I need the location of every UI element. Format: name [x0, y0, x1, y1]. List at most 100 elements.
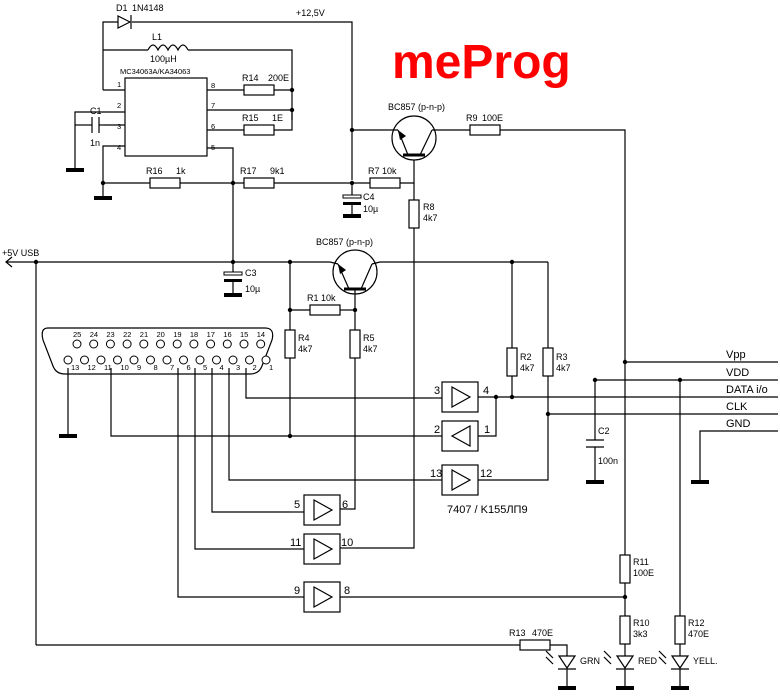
r13-value: 470E — [532, 628, 553, 638]
capacitor-c2 — [586, 439, 604, 484]
ic-pin-3: 3 — [117, 122, 121, 131]
resistor-r9 — [469, 124, 501, 136]
r14-value: 200E — [268, 73, 289, 83]
r11-ref: R11 — [633, 557, 649, 567]
signal-label-clk: CLK — [726, 401, 748, 413]
buffer-gate — [290, 533, 355, 565]
resistor-r4 — [284, 329, 296, 359]
ground-symbol — [94, 196, 112, 200]
capacitor-c1 — [88, 117, 104, 133]
connector-pin — [228, 355, 238, 365]
usb-supply-label: +5V USB — [2, 248, 39, 258]
connector-pin — [256, 339, 266, 349]
buffer-pin: 11 — [290, 537, 301, 549]
page-title: meProg — [392, 36, 571, 89]
buffer-pin: 5 — [294, 499, 300, 511]
r2-value: 4k7 — [520, 363, 535, 373]
connector-pin-label: 13 — [71, 363, 79, 372]
signal-label-vdd: VDD — [726, 367, 749, 379]
usb-rail — [5, 256, 548, 646]
resistor-r14 — [243, 84, 275, 96]
signal-bus — [512, 361, 778, 616]
vpp-rail-label: +12,5V — [296, 8, 325, 18]
resistor-r7 — [369, 177, 401, 189]
r7-ref: R7 — [368, 166, 380, 176]
connector-pin — [80, 355, 89, 365]
connector-pin — [195, 355, 205, 365]
inductor-l1 — [147, 44, 189, 52]
buffer-pin: 13 — [430, 468, 442, 480]
q2-ref: BC857 (p-n-p) — [316, 237, 373, 247]
ic-pin-4: 4 — [117, 143, 121, 152]
signal-label-gnd: GND — [726, 418, 751, 430]
buffer-pin: 6 — [342, 499, 348, 511]
r1-ref: R1 — [307, 293, 319, 303]
signal-label-data: DATA i/o — [726, 384, 768, 396]
r12-value: 470E — [688, 629, 709, 639]
connector-pin-label: 4 — [220, 363, 224, 372]
r3-ref: R3 — [556, 352, 568, 362]
connector-pin — [172, 339, 182, 349]
connector-pin — [72, 339, 82, 349]
buffer-gate — [432, 397, 497, 452]
c1-value: 1n — [90, 138, 100, 148]
connector-pin-label: 14 — [257, 330, 265, 339]
connector-pin-label: 25 — [73, 330, 81, 339]
r17-ref: R17 — [240, 166, 257, 176]
led-label-red: RED — [638, 656, 658, 666]
resistor-r13 — [519, 639, 551, 651]
connector-pin — [113, 355, 122, 365]
connector-pin — [139, 339, 149, 349]
connector-pin-label: 7 — [170, 363, 174, 372]
connector-pin-label: 21 — [140, 330, 148, 339]
r7-value: 10k — [382, 166, 397, 176]
resistor-r16 — [149, 177, 181, 189]
r17-value: 9k1 — [270, 166, 285, 176]
buffer-pin: 12 — [480, 468, 492, 480]
buffer-gate — [432, 464, 479, 496]
connector-pin-label: 1 — [269, 363, 273, 372]
r16-ref: R16 — [146, 166, 163, 176]
r9-ref: R9 — [466, 113, 478, 123]
resistor-r2 — [506, 347, 518, 377]
r12-ref: R12 — [688, 618, 705, 628]
connector-pin — [156, 339, 165, 349]
d1-part: 1N4148 — [132, 3, 164, 13]
ground-symbol — [691, 480, 709, 484]
l1-value: 100µH — [150, 54, 177, 64]
connector-pin-label: 9 — [137, 363, 141, 372]
r16-value: 1k — [176, 166, 186, 176]
connector-pin-label: 10 — [121, 363, 129, 372]
ic-pin-8: 8 — [211, 81, 215, 90]
connector-pin-label: 18 — [190, 330, 198, 339]
connector-pin-label: 15 — [240, 330, 248, 339]
r10-ref: R10 — [633, 618, 650, 628]
led-yellow — [658, 650, 690, 690]
connector-pin — [245, 355, 254, 365]
buffer-ic-label: 7407 / K155ЛП9 — [447, 504, 528, 516]
buffer-pin: 9 — [294, 585, 300, 597]
ic-pin-1: 1 — [117, 80, 121, 89]
connector-pin — [96, 355, 106, 365]
connector-pin-label: 16 — [223, 330, 231, 339]
connector-pin-label: 24 — [90, 330, 98, 339]
resistor-r15 — [243, 124, 275, 136]
connector-pin-label: 12 — [88, 363, 96, 372]
r1-value: 10k — [321, 293, 336, 303]
buffer-pin: 3 — [434, 385, 440, 397]
led-label-grn: GRN — [580, 656, 600, 666]
r10-value: 3k3 — [633, 629, 648, 639]
c3-ref: C3 — [245, 268, 257, 278]
r8-value: 4k7 — [423, 213, 438, 223]
buffer-gate — [290, 581, 625, 613]
led-red — [603, 650, 635, 690]
r14-ref: R14 — [242, 73, 259, 83]
connector-pin — [63, 355, 73, 365]
ground-symbol — [59, 434, 77, 438]
resistor-r3 — [542, 347, 554, 377]
connector-pin-label: 8 — [154, 363, 158, 372]
buffer-pin: 8 — [344, 585, 350, 597]
ground-symbol — [66, 168, 84, 172]
